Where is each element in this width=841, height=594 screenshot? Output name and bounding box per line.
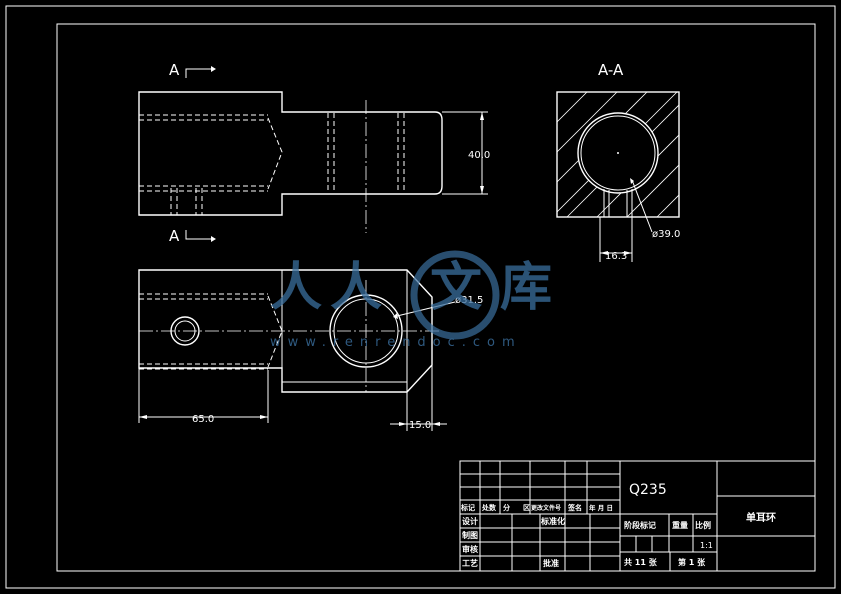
scale-value: 1:1 xyxy=(700,541,713,550)
watermark-char-3: 文 xyxy=(430,258,482,318)
dimension-dia-39: ø39.0 xyxy=(630,178,680,240)
header-change-doc: 更改文件号 xyxy=(531,504,561,512)
label-standardization: 标准化 xyxy=(540,516,565,526)
section-view: A-A xyxy=(556,61,680,218)
watermark-char-1: 人 xyxy=(270,258,322,318)
header-zone: 区 xyxy=(523,504,530,512)
header-mark: 标记 xyxy=(460,503,475,512)
material: Q235 xyxy=(629,482,667,498)
dimension-15-text: 15.0 xyxy=(409,420,431,431)
label-design: 设计 xyxy=(462,516,478,526)
section-title: A-A xyxy=(598,61,624,79)
watermark-url: www.renrendoc.com xyxy=(270,335,522,350)
dimension-40: 40.0 xyxy=(442,111,490,195)
watermark-c-logo-icon xyxy=(410,250,500,340)
label-review: 审核 xyxy=(462,544,478,554)
label-weight: 重量 xyxy=(672,520,688,530)
header-date: 年 月 日 xyxy=(589,503,613,512)
section-marker-top: A xyxy=(169,61,216,79)
label-stage: 阶段标记 xyxy=(624,520,656,530)
dimension-dia-31: ø31.5 xyxy=(393,295,483,319)
dimension-16-text: 16.3 xyxy=(605,251,627,262)
top-view xyxy=(138,91,443,233)
dimension-15: 15.0 xyxy=(390,365,447,431)
dimension-dia-31-text: ø31.5 xyxy=(455,295,483,306)
watermark-char-4: 库 xyxy=(500,258,552,318)
dimension-40-text: 40.0 xyxy=(468,150,490,161)
header-division: 分 xyxy=(503,503,510,512)
header-count: 处数 xyxy=(481,503,497,512)
label-process: 工艺 xyxy=(462,558,478,568)
label-scale: 比例 xyxy=(695,520,711,530)
sheet-number: 第 1 张 xyxy=(678,557,706,567)
inner-frame xyxy=(56,23,816,572)
watermark: 人 人 文 库 www.renrendoc.com xyxy=(270,250,552,350)
label-drawing: 制图 xyxy=(462,530,478,540)
dimension-dia-39-text: ø39.0 xyxy=(652,229,680,240)
total-sheets: 共 11 张 xyxy=(624,557,658,567)
watermark-char-2: 人 xyxy=(330,258,382,318)
title-block: Q235 单耳环 标记 处数 分 区 更改文件号 签名 年 月 日 设计 标准化… xyxy=(459,460,816,572)
header-signature: 签名 xyxy=(567,503,582,512)
section-letter-bottom: A xyxy=(169,227,180,245)
section-letter-top: A xyxy=(169,61,180,79)
part-name: 单耳环 xyxy=(746,511,776,524)
section-marker-bottom: A xyxy=(169,227,216,245)
dimension-65: 65.0 xyxy=(138,368,269,425)
dimension-65-text: 65.0 xyxy=(192,414,214,425)
label-approval: 批准 xyxy=(543,558,559,568)
outer-border xyxy=(5,5,836,589)
dimension-16: 16.3 xyxy=(599,217,633,262)
